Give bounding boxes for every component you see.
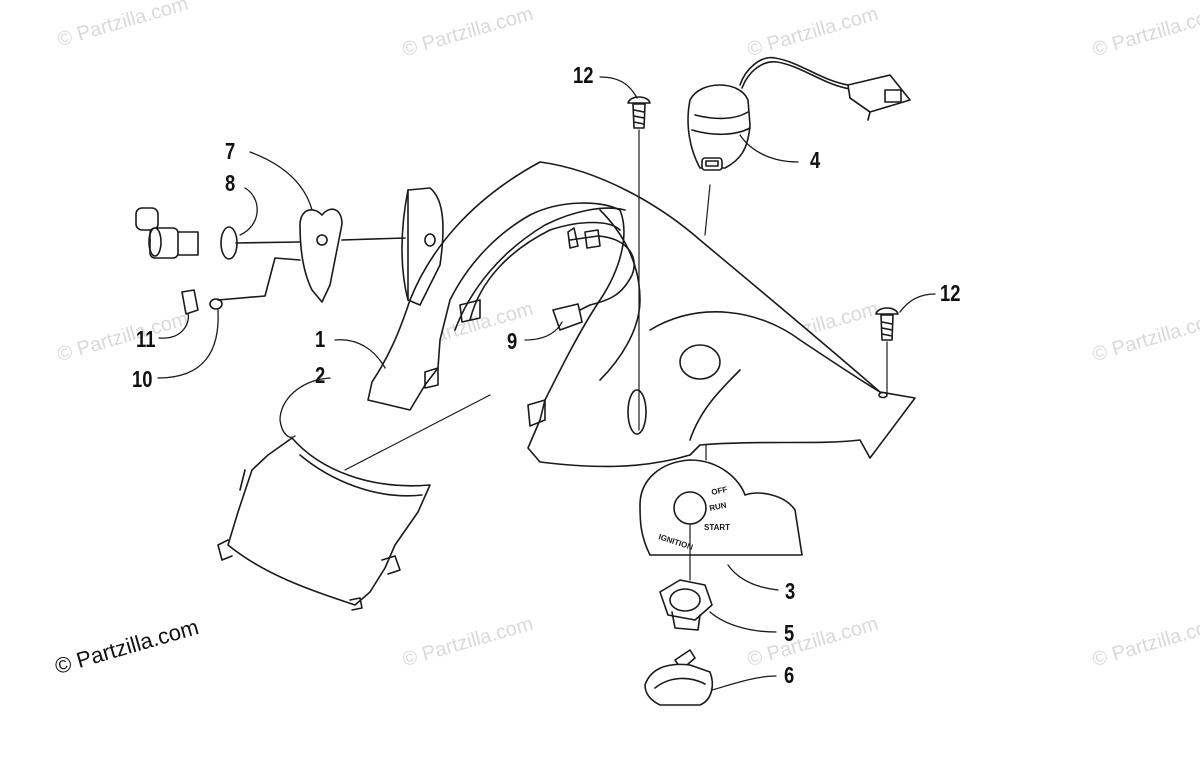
callout-11: 11 bbox=[136, 326, 156, 352]
callout-5: 5 bbox=[784, 620, 795, 646]
accessory-outlet-parts bbox=[135, 207, 406, 315]
callout-3: 3 bbox=[785, 578, 796, 604]
plate-label-off: OFF bbox=[711, 485, 729, 497]
plate-label-run: RUN bbox=[709, 501, 728, 513]
callout-12-top: 12 bbox=[573, 62, 594, 88]
callout-6: 6 bbox=[784, 662, 795, 688]
callout-1: 1 bbox=[315, 326, 326, 352]
ignition-plate bbox=[639, 459, 803, 556]
callout-10: 10 bbox=[132, 366, 153, 392]
callout-8: 8 bbox=[225, 170, 236, 196]
ignition-switch bbox=[687, 56, 911, 171]
plate-label-start: START bbox=[704, 523, 730, 532]
callout-2: 2 bbox=[315, 362, 326, 388]
callout-4: 4 bbox=[810, 147, 821, 173]
callout-9: 9 bbox=[507, 328, 518, 354]
nut bbox=[659, 579, 713, 631]
screws bbox=[627, 96, 899, 341]
callout-7: 7 bbox=[225, 138, 236, 164]
callout-12-right: 12 bbox=[940, 280, 961, 306]
key bbox=[644, 649, 714, 706]
leader-lines bbox=[157, 76, 936, 691]
lower-cover bbox=[217, 437, 431, 611]
console-housing bbox=[367, 161, 916, 468]
